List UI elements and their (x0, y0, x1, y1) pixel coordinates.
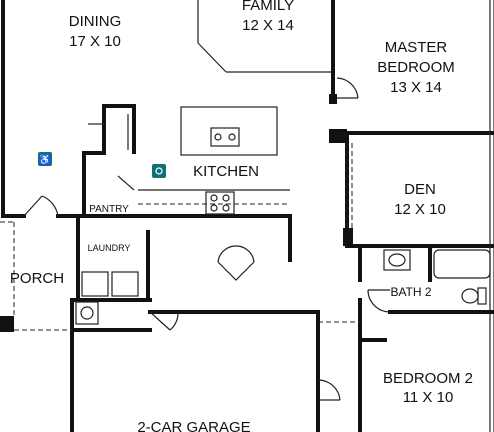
kitchen-label: KITCHEN (193, 163, 259, 180)
water-heater-icon (80, 306, 94, 320)
sink-icon (210, 127, 240, 147)
garage-label: 2-CAR GARAGE (137, 419, 250, 432)
family-size: 12 X 14 (242, 17, 294, 34)
toilet-icon (461, 288, 479, 304)
master-label-line1: MASTER (385, 39, 448, 56)
bathtub-icon (433, 249, 491, 279)
badges: ♿ (38, 152, 166, 178)
dining-size: 17 X 10 (69, 33, 121, 50)
den-size: 12 X 10 (394, 201, 446, 218)
master-label-line2: BEDROOM (377, 59, 455, 76)
bedroom2-label: BEDROOM 2 (383, 370, 473, 387)
washer-icon (81, 271, 109, 297)
kitchen-island (180, 106, 278, 156)
bath-sink-icon (388, 253, 406, 267)
porch-label: PORCH (10, 270, 64, 287)
fixtures (75, 106, 491, 325)
master-size: 13 X 14 (390, 79, 442, 96)
room-labels: DINING 17 X 10 FAMILY 12 X 14 MASTER BED… (10, 0, 473, 432)
bedroom2-size: 11 X 10 (403, 389, 454, 406)
pantry-label: PANTRY (89, 204, 129, 215)
camera-icon (152, 164, 166, 178)
bath2-label: BATH 2 (390, 285, 431, 299)
accessibility-icon (38, 152, 52, 166)
range-icon (205, 191, 235, 215)
family-label: FAMILY (242, 0, 294, 14)
dryer-icon (111, 271, 139, 297)
doors (23, 77, 391, 401)
svg-text:♿: ♿ (39, 153, 51, 166)
den-label: DEN (404, 181, 436, 198)
dining-label: DINING (69, 13, 122, 30)
laundry-label: LAUNDRY (88, 243, 131, 253)
